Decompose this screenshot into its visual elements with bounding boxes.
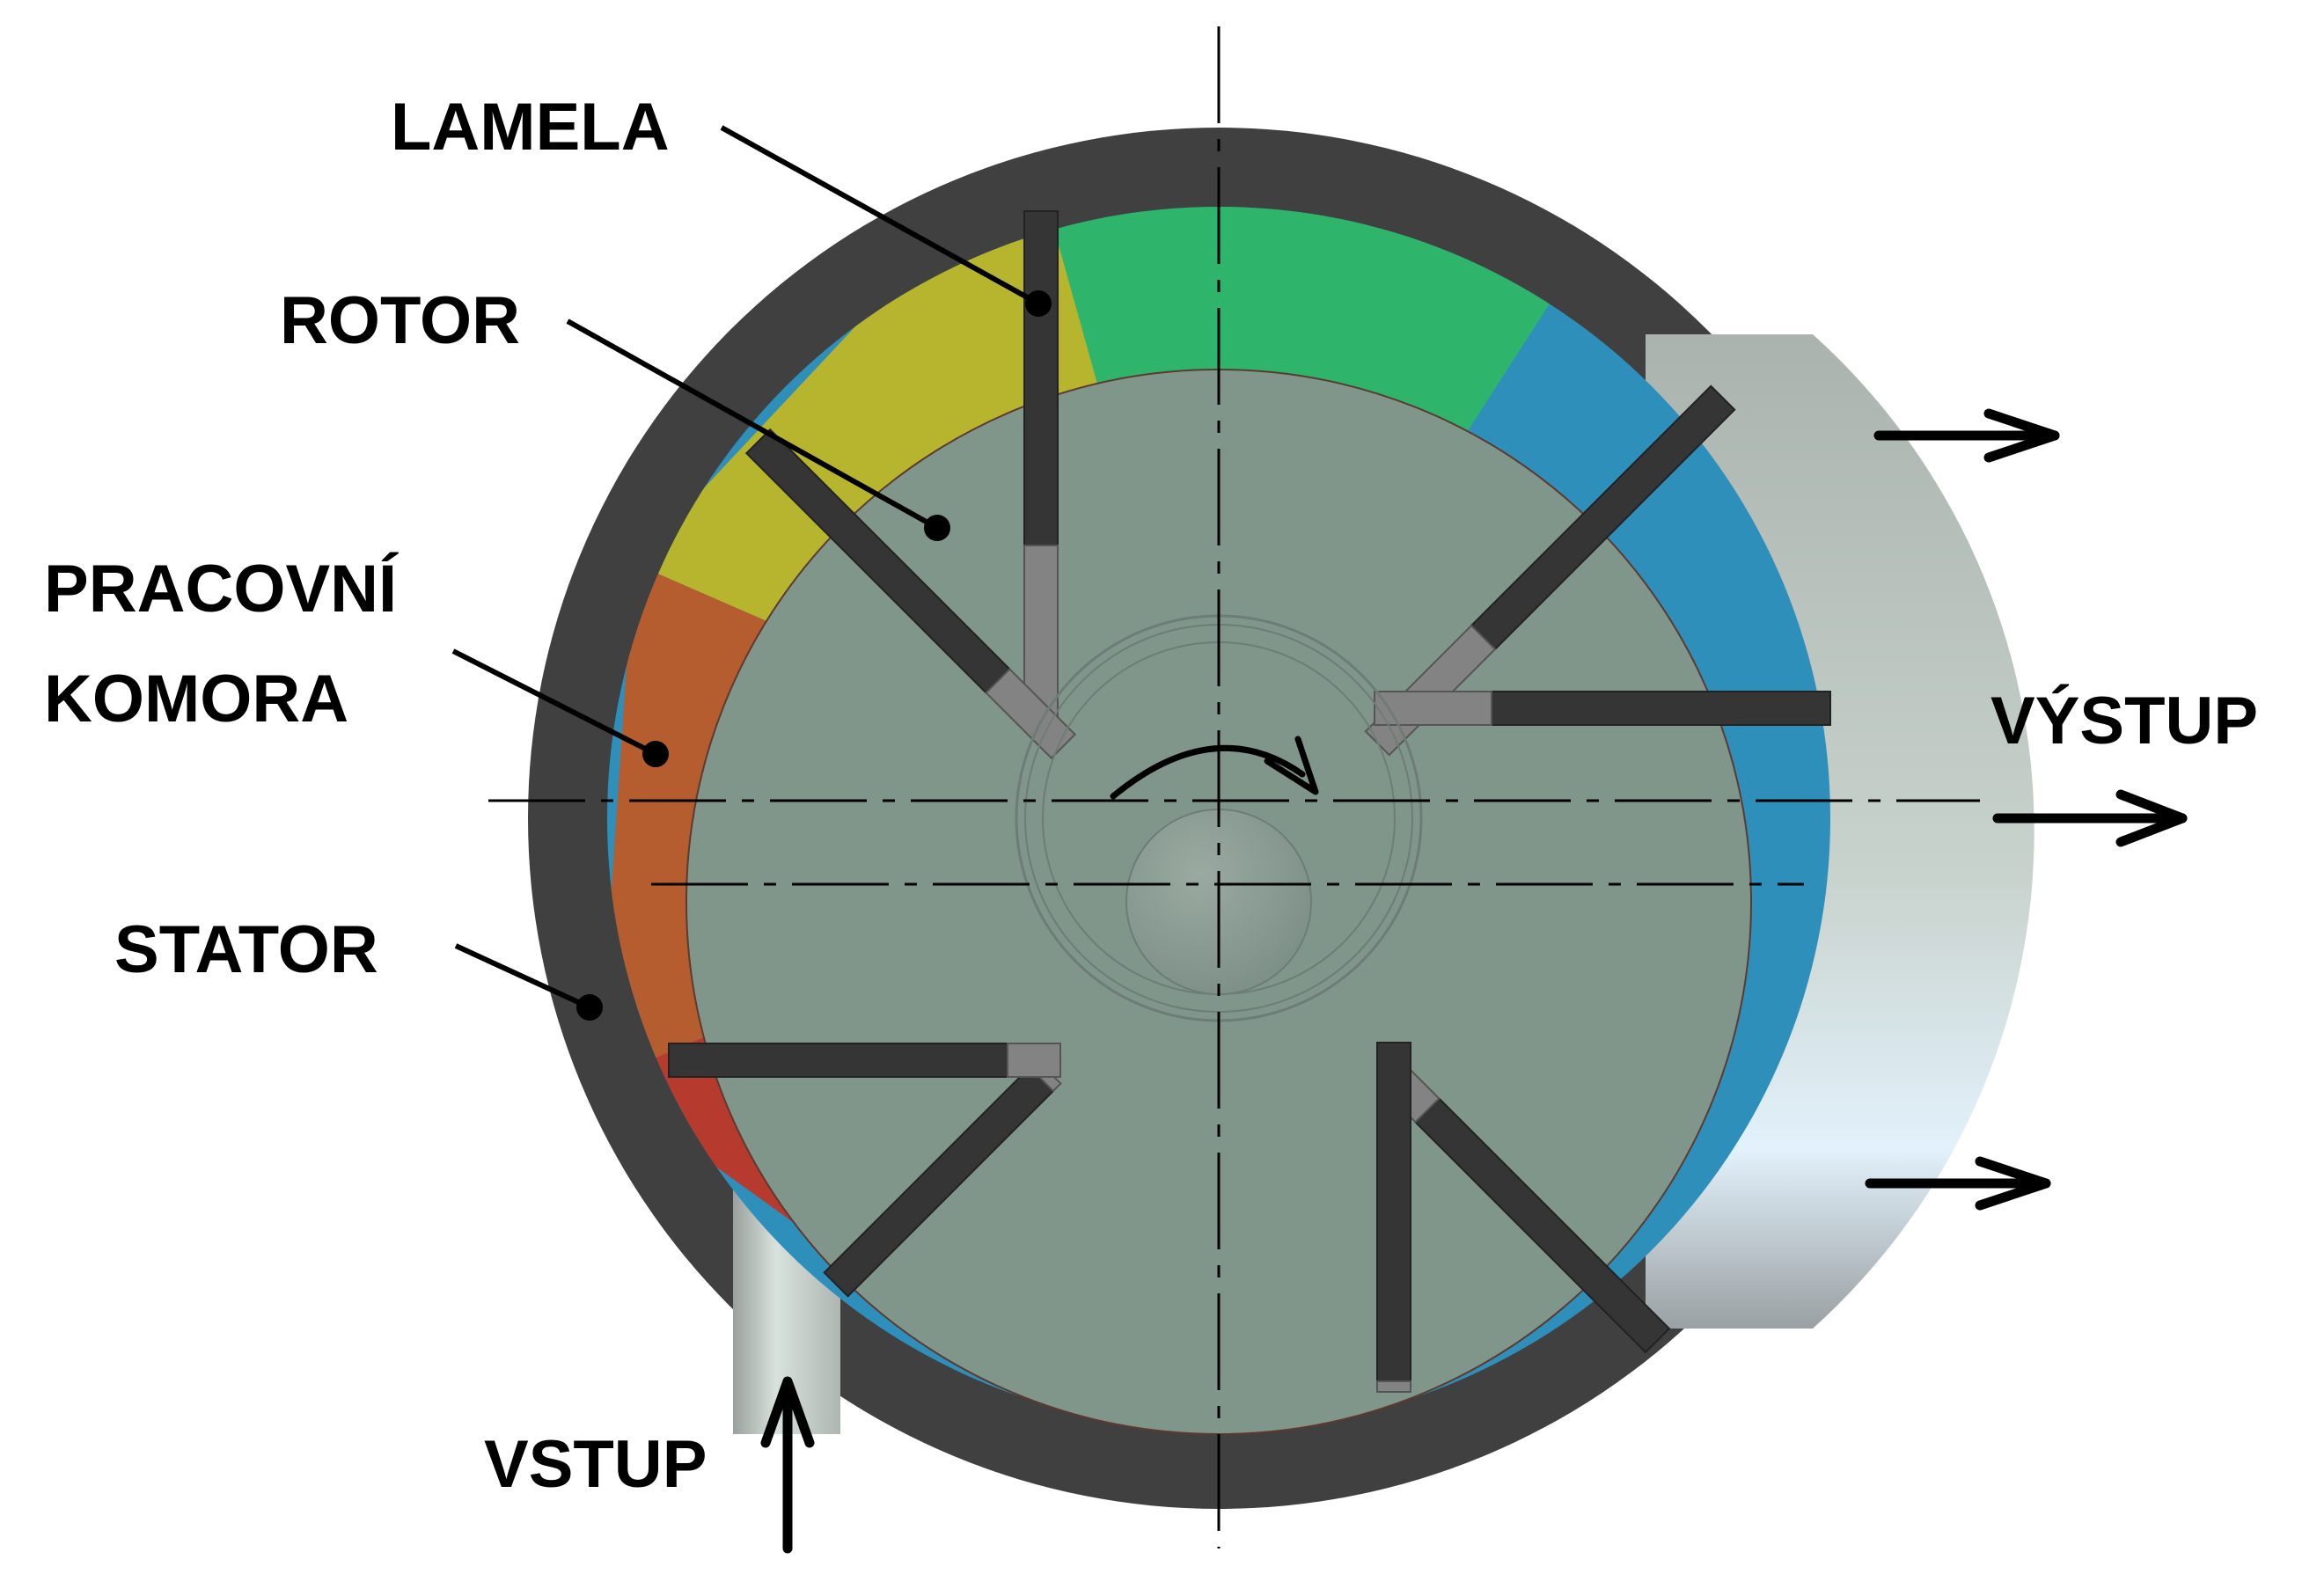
- outlet-arrow-middle: [1992, 789, 2188, 847]
- vane: [744, 428, 1077, 760]
- label-pracovni: PRACOVNÍ: [44, 552, 399, 626]
- vane: [1023, 210, 1059, 727]
- leader-lines: [451, 125, 1052, 1021]
- inlet-arrow: [760, 1376, 815, 1554]
- outlet-arrow-bottom: [1865, 1156, 2051, 1211]
- vanes: [668, 210, 1831, 1393]
- label-vstup: VSTUP: [484, 1427, 707, 1502]
- center-lines: [488, 26, 1980, 1548]
- label-lamela: LAMELA: [391, 90, 670, 165]
- outlet-arrow-top: [1873, 408, 2060, 463]
- rotation-arrow: [1110, 736, 1319, 800]
- label-rotor: ROTOR: [280, 283, 520, 358]
- label-vystup: VÝSTUP: [1990, 684, 2258, 758]
- vane: [668, 1043, 1061, 1078]
- label-stator: STATOR: [114, 912, 378, 987]
- vane: [1374, 691, 1831, 726]
- label-komora: KOMORA: [44, 662, 348, 736]
- vane: [1376, 1042, 1411, 1393]
